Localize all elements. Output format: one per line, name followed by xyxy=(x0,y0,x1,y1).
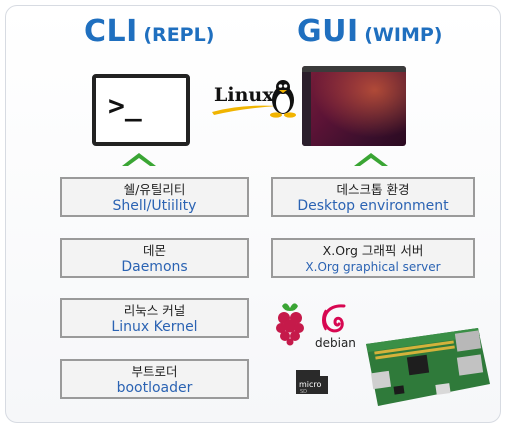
raspberry-pi-board-image xyxy=(366,328,490,406)
chevron-up-icon xyxy=(354,153,388,166)
box-label-en: X.Org graphical server xyxy=(305,260,441,274)
raspberry-pi-logo-icon xyxy=(276,303,304,346)
box-label-ko: 부트로더 xyxy=(131,364,178,379)
tux-penguin-icon xyxy=(270,80,296,118)
micro-sd-card-icon: micro SD xyxy=(296,370,328,395)
gui-title-sub: (WIMP) xyxy=(364,24,443,46)
bootloader-box: 부트로더 bootloader xyxy=(60,359,249,399)
box-label-ko: X.Org 그래픽 서버 xyxy=(322,243,424,258)
gui-title: GUI (WIMP) xyxy=(297,14,442,54)
box-label-en: Linux Kernel xyxy=(111,319,198,335)
box-label-en: Daemons xyxy=(121,259,188,275)
cli-title: CLI (REPL) xyxy=(84,14,214,54)
box-label-ko: 데스크톱 환경 xyxy=(336,182,410,197)
linux-label: Linux xyxy=(214,84,274,106)
desktop-screenshot-image xyxy=(302,66,406,146)
box-label-en: Desktop environment xyxy=(297,198,449,214)
linux-swoosh-icon xyxy=(212,105,278,115)
cli-title-main: CLI xyxy=(84,14,138,49)
sd-card-logo: SD xyxy=(300,389,307,395)
chevron-up-icon xyxy=(122,153,156,166)
desktop-environment-box: 데스크톱 환경 Desktop environment xyxy=(271,177,475,217)
terminal-icon: >_ xyxy=(92,74,190,146)
box-label-en: Shell/Utiility xyxy=(112,198,197,214)
box-label-ko: 데몬 xyxy=(142,243,166,258)
desktop-dock xyxy=(302,72,311,146)
terminal-prompt: >_ xyxy=(108,89,142,122)
xorg-server-box: X.Org 그래픽 서버 X.Org graphical server xyxy=(271,238,475,278)
debian-label: debian xyxy=(315,336,356,350)
daemons-box: 데몬 Daemons xyxy=(60,238,249,278)
box-label-en: bootloader xyxy=(116,380,193,396)
box-label-ko: 리눅스 커널 xyxy=(123,303,186,318)
sd-card-label: micro xyxy=(299,380,322,389)
cli-title-sub: (REPL) xyxy=(143,24,215,46)
gui-title-main: GUI xyxy=(297,14,359,49)
linux-kernel-box: 리눅스 커널 Linux Kernel xyxy=(60,298,249,338)
shell-utility-box: 쉘/유틸리티 Shell/Utiility xyxy=(60,177,249,217)
debian-swirl-icon xyxy=(322,304,346,333)
desktop-topbar xyxy=(302,66,406,72)
box-label-ko: 쉘/유틸리티 xyxy=(123,182,186,197)
